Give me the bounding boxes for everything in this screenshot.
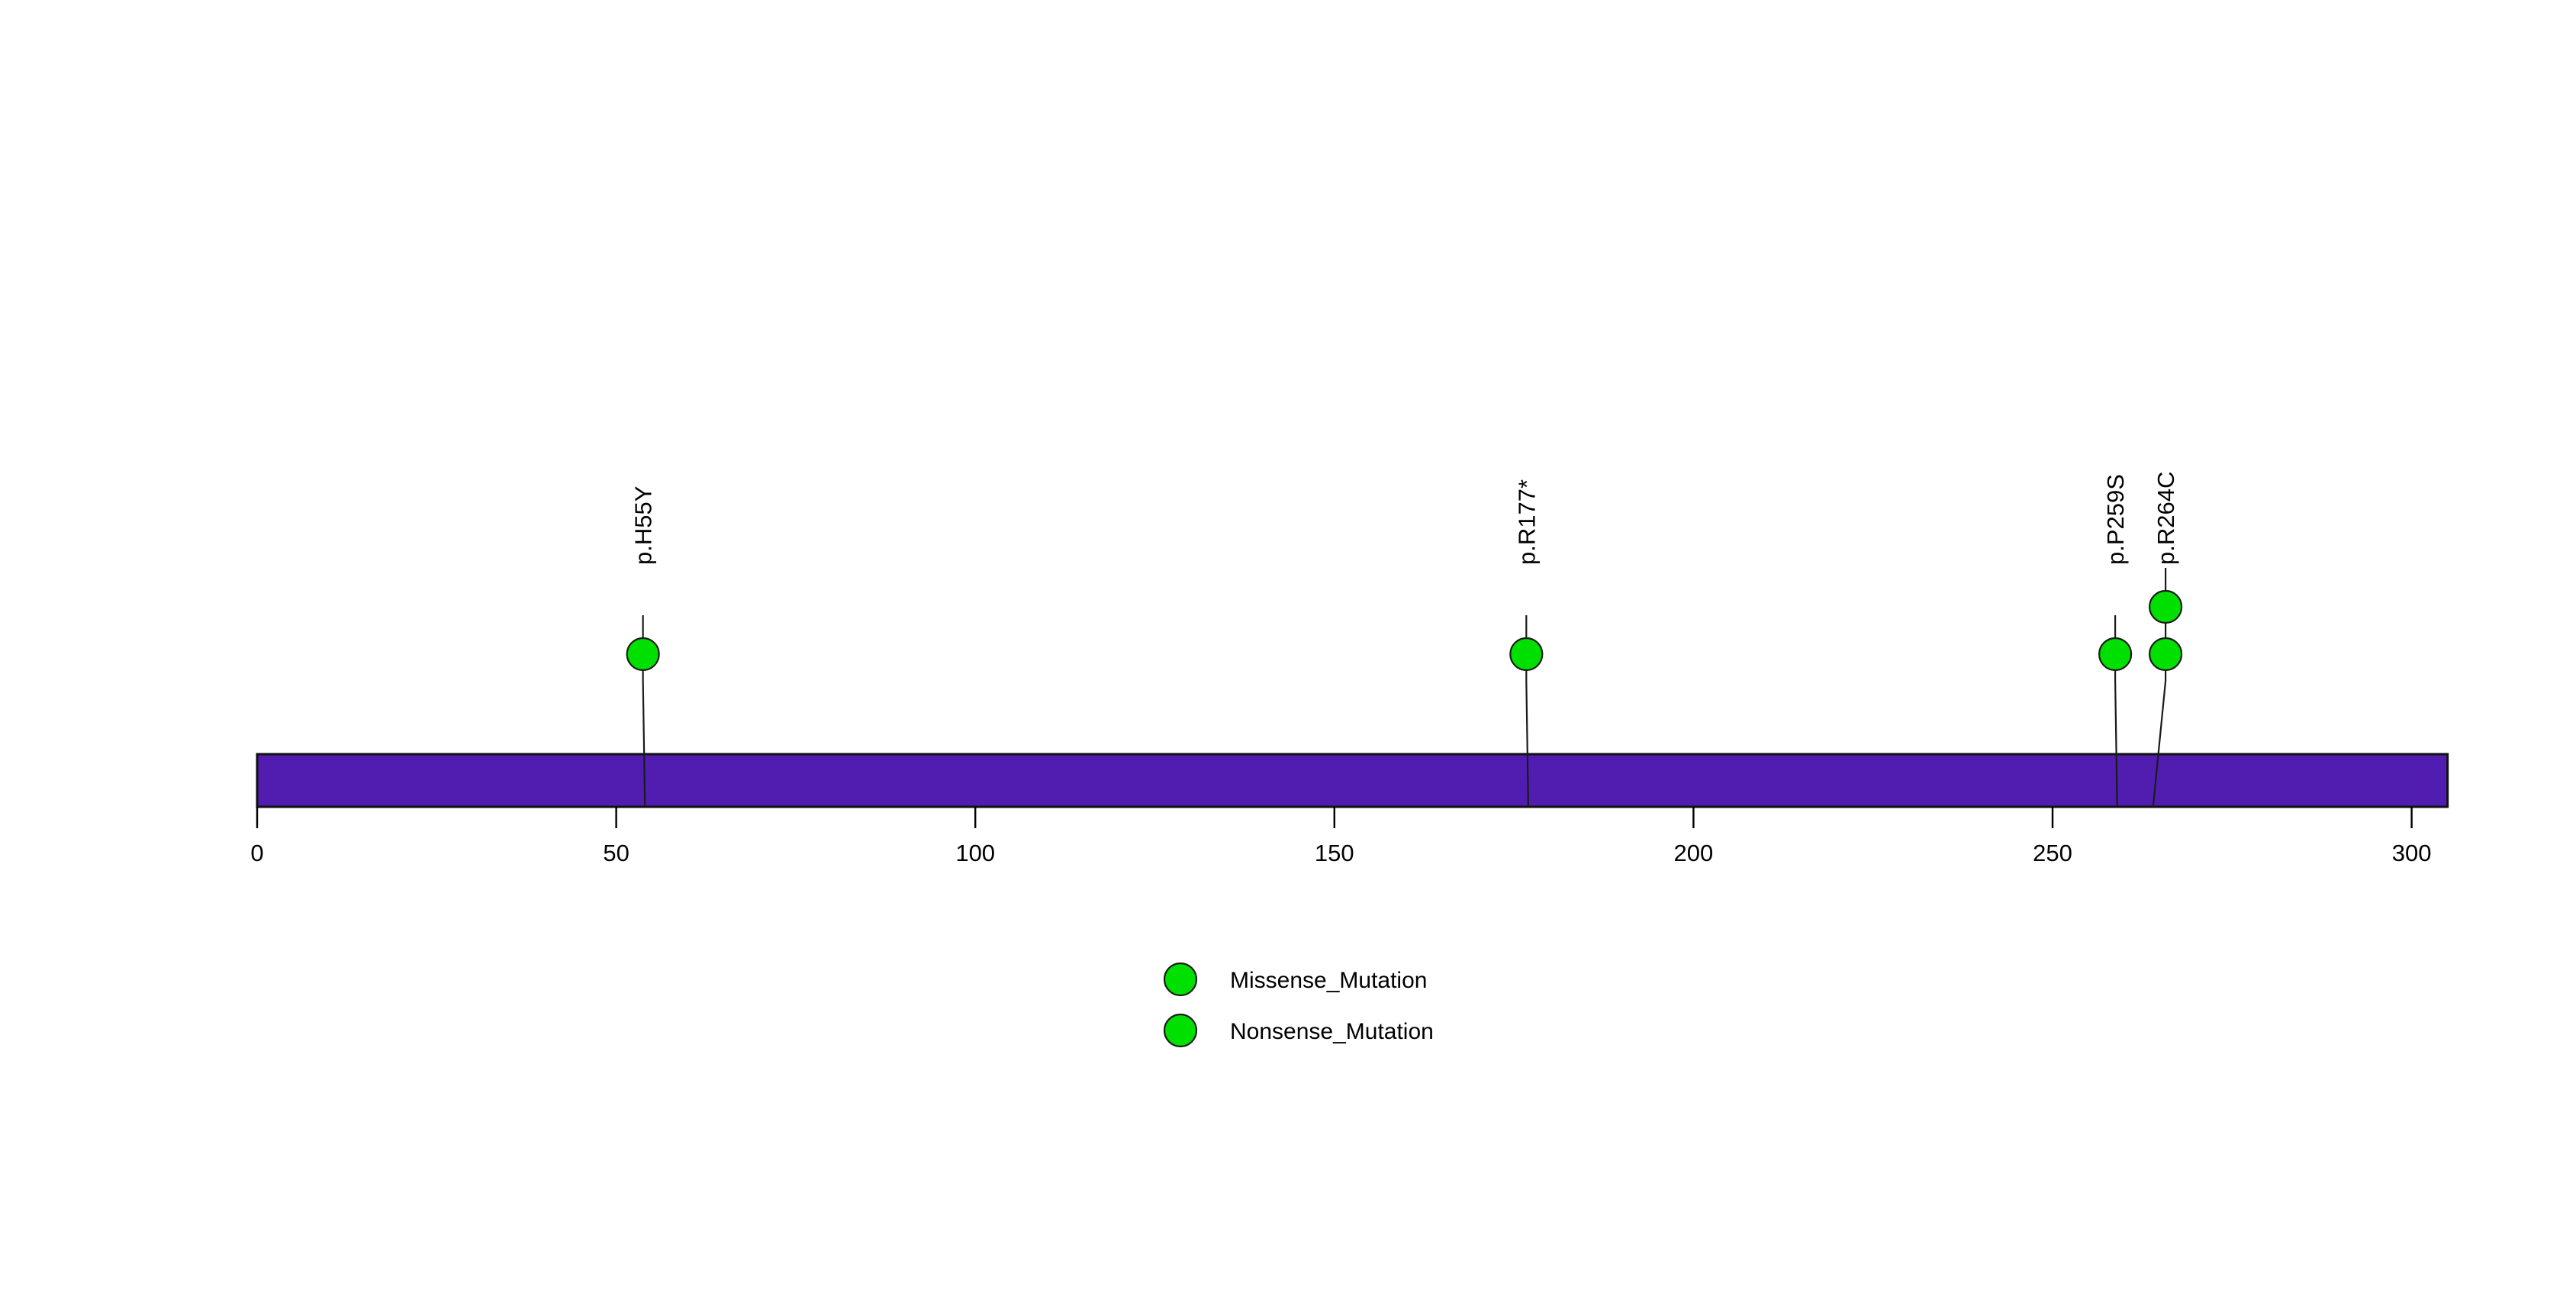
- lollipop-stem: [642, 615, 646, 808]
- x-axis-tick-label: 150: [1315, 840, 1354, 866]
- mutation-label: p.R264C: [2153, 472, 2179, 565]
- x-axis: 0 50 100 150 200 250 300: [250, 807, 2431, 866]
- mutation-label: p.P259S: [2102, 474, 2129, 565]
- lollipop-stem: [1525, 615, 1530, 808]
- mutation-dot[interactable]: [2149, 637, 2183, 672]
- mutation-dot[interactable]: [2149, 589, 2183, 624]
- legend-label: Missense_Mutation: [1230, 968, 1427, 993]
- x-axis-tick-label: 200: [1674, 840, 1714, 866]
- legend-label: Nonsense_Mutation: [1230, 1019, 1434, 1044]
- mutation-dot[interactable]: [1509, 637, 1544, 672]
- mutation-dot[interactable]: [626, 637, 660, 672]
- legend-swatch[interactable]: [1163, 1013, 1198, 1048]
- protein-backbone-group: [256, 753, 2449, 808]
- x-axis-tick-label: 100: [955, 840, 995, 866]
- mutation-label: p.H55Y: [630, 486, 657, 565]
- lollipop-marker[interactable]: p.R264C: [2149, 472, 2183, 808]
- x-axis-tick-label: 0: [250, 840, 263, 866]
- mutation-dot[interactable]: [2098, 637, 2133, 672]
- legend-swatch[interactable]: [1163, 962, 1198, 997]
- lollipop-markers-group: p.H55Y p.R177* p.P259S p.R264C: [626, 472, 2183, 808]
- lollipop-marker[interactable]: p.R177*: [1509, 479, 1544, 808]
- x-axis-tick-label: 50: [603, 840, 629, 866]
- x-axis-tick-label: 300: [2392, 840, 2432, 866]
- x-axis-tick-label: 250: [2033, 840, 2072, 866]
- mutation-label: p.R177*: [1513, 479, 1540, 565]
- lollipop-marker[interactable]: p.H55Y: [626, 486, 660, 808]
- lollipop-marker[interactable]: p.P259S: [2098, 474, 2133, 808]
- protein-domain-bar[interactable]: [256, 753, 2449, 808]
- lollipop-stem: [2114, 615, 2118, 808]
